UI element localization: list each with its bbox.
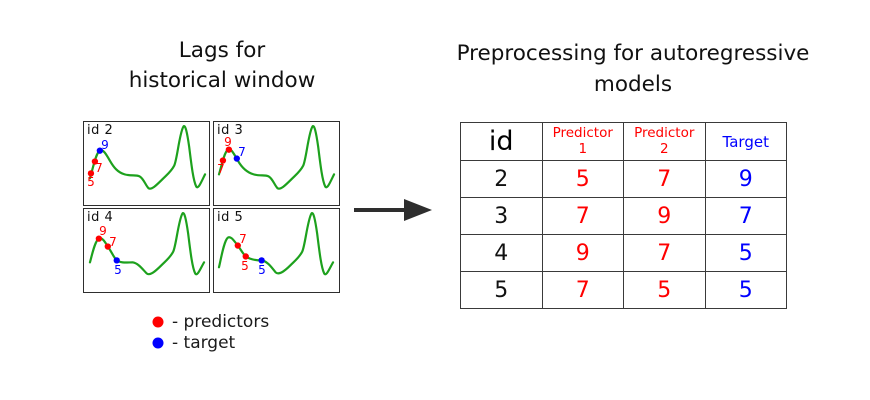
cell-id: 2: [460, 160, 543, 198]
lag-panel-id2: id 2 5 7 9: [83, 121, 210, 206]
panel-id-label: id 3: [217, 123, 244, 138]
target-point: [113, 257, 120, 264]
legend-label-predictors: - predictors: [172, 311, 270, 332]
right-title-line2: models: [593, 72, 673, 97]
lag-panel-id3: id 3 7 9 7: [213, 121, 340, 206]
panel-id-label: id 4: [87, 210, 114, 225]
col-header-target: Target: [704, 122, 787, 161]
flow-arrow-icon: [354, 199, 432, 221]
lag-plot: [88, 212, 206, 276]
cell-target: 9: [704, 160, 787, 198]
lag-plot: [217, 212, 335, 276]
table-row: 5 7 5 5: [460, 271, 787, 309]
cell-target: 7: [704, 197, 787, 235]
col-header-line: Predictor: [552, 124, 613, 141]
point-label: 7: [238, 145, 246, 159]
left-title-line2: historical window: [128, 68, 316, 93]
target-point: [96, 147, 104, 154]
cell-predictor2: 5: [623, 271, 706, 309]
cell-id: 5: [460, 271, 543, 309]
legend: - predictors - target: [152, 311, 269, 353]
col-header-predictor1: Predictor 1: [541, 122, 624, 161]
cell-predictor2: 7: [623, 160, 706, 198]
right-title: Preprocessing for autoregressive models: [423, 38, 843, 100]
predictor-point: [225, 146, 233, 153]
legend-label-target: - target: [172, 332, 236, 353]
left-title-line1: Lags for: [178, 38, 266, 63]
point-label: 9: [99, 224, 107, 238]
cell-predictor2: 9: [623, 197, 706, 235]
cell-predictor1: 7: [541, 271, 624, 309]
point-label: 7: [95, 161, 103, 175]
cell-id: 3: [460, 197, 543, 235]
col-header-id: id: [460, 122, 543, 161]
cell-id: 4: [460, 234, 543, 272]
table-header-row: id Predictor 1 Predictor 2 Target: [460, 122, 787, 161]
predictor-point: [242, 253, 249, 260]
col-header-line: 2: [659, 140, 669, 157]
predictor-point: [87, 170, 95, 177]
preprocessing-table: id Predictor 1 Predictor 2 Target 2 5 7 …: [460, 122, 787, 309]
lag-plot: [87, 125, 207, 190]
predictor-point: [234, 242, 241, 249]
point-label: 9: [224, 135, 232, 149]
point-label: 7: [109, 235, 117, 249]
legend-item-target: - target: [152, 332, 269, 353]
col-header-line: 1: [578, 140, 588, 157]
series-curve: [88, 125, 207, 190]
cell-predictor1: 7: [541, 197, 624, 235]
predictor-point: [95, 235, 103, 242]
predictor-point: [91, 158, 99, 165]
blue-dot-icon: [152, 337, 164, 348]
cell-predictor1: 9: [541, 234, 624, 272]
lag-panel-id4: id 4 9 7 5: [83, 208, 210, 293]
cell-target: 5: [704, 234, 787, 272]
panel-id-label: id 5: [217, 210, 244, 225]
target-point: [258, 257, 265, 264]
point-label: 7: [239, 232, 247, 246]
col-header-predictor2: Predictor 2: [623, 122, 706, 161]
point-label: 5: [258, 263, 266, 277]
point-label: 7: [217, 162, 225, 176]
table-row: 3 7 9 7: [460, 197, 787, 235]
table-row: 4 9 7 5: [460, 234, 787, 272]
legend-item-predictors: - predictors: [152, 311, 269, 332]
left-title: Lags for historical window: [57, 36, 387, 96]
panel-id-label: id 2: [87, 123, 114, 138]
point-label: 5: [241, 259, 249, 273]
predictor-point: [219, 157, 227, 164]
target-point: [233, 155, 240, 162]
point-label: 9: [101, 138, 109, 152]
red-dot-icon: [152, 316, 164, 327]
cell-target: 5: [704, 271, 787, 309]
table-row: 2 5 7 9: [460, 160, 787, 198]
point-label: 5: [87, 175, 95, 189]
point-label: 5: [114, 263, 122, 277]
predictor-point: [104, 243, 111, 250]
cell-predictor1: 5: [541, 160, 624, 198]
col-header-line: Predictor: [634, 124, 695, 141]
cell-predictor2: 7: [623, 234, 706, 272]
lag-panel-id5: id 5 7 5 5: [213, 208, 340, 293]
lag-plot: [217, 125, 336, 190]
right-title-line1: Preprocessing for autoregressive: [456, 41, 810, 66]
